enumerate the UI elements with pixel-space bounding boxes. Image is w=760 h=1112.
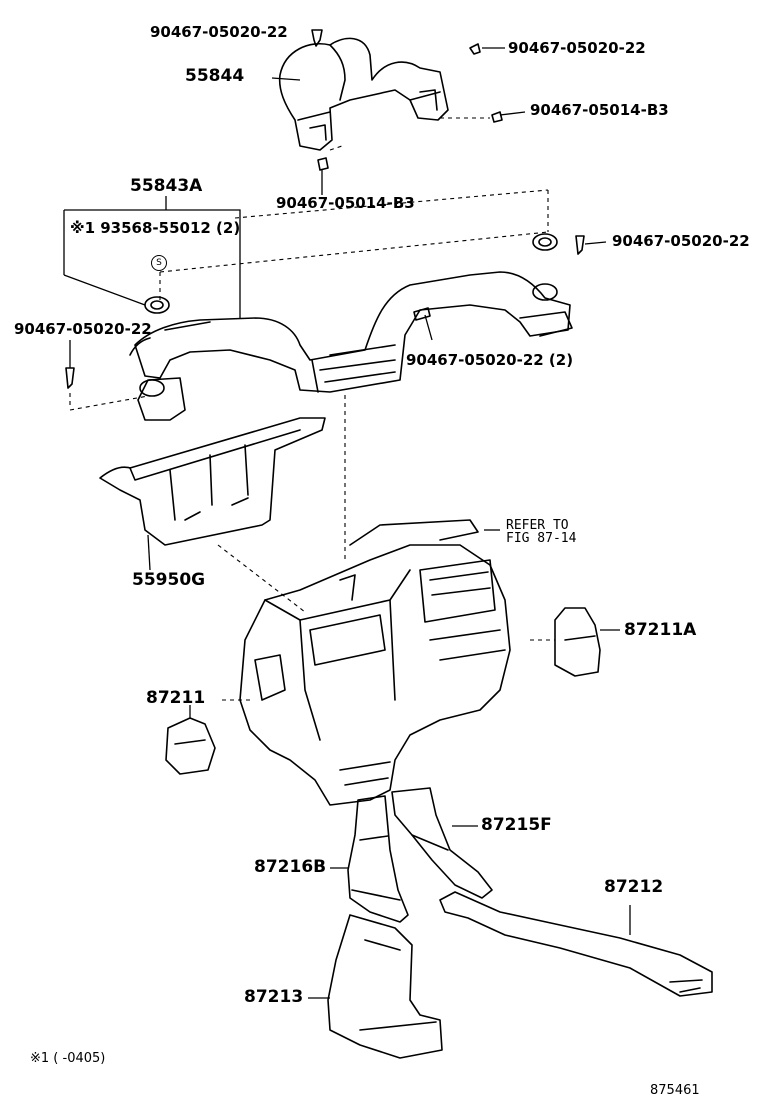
label-diagram-id: 875461 [650, 1083, 700, 1098]
label-refer-line-2: FIG 87-14 [506, 531, 577, 546]
duct-87216B-shape [347, 795, 409, 923]
duct-87212-shape [439, 891, 713, 997]
label-part-87213: 87213 [244, 987, 304, 1007]
label-part-55843A: 55843A [130, 176, 203, 196]
label-footnote: ※1 ( -0405) [30, 1051, 106, 1066]
leader-lines [63, 47, 631, 999]
label-part-55950G: 55950G [132, 570, 206, 590]
dashed-guides [69, 117, 555, 701]
heater-unit-shape [239, 519, 511, 806]
duct-87213-shape [327, 914, 443, 1059]
duct-55844-shape [278, 37, 449, 151]
duct-87211A-shape [554, 607, 601, 677]
duct-87211-shape [165, 717, 216, 775]
label-bolt-90467-05020-22-upper-right: 90467-05020-22 [612, 232, 750, 250]
label-bolt-90467-05020-22-top: 90467-05020-22 [150, 23, 288, 41]
label-bolt-90467-05020-22-right: 90467-05020-22 [508, 39, 646, 57]
gasket-shapes [139, 233, 558, 397]
s-mark-icon: S [151, 255, 167, 271]
label-part-87211A: 87211A [624, 620, 697, 640]
label-part-55844: 55844 [185, 66, 245, 86]
label-bolt-90467-05020-22-left: 90467-05020-22 [14, 320, 152, 338]
duct-55843A-shape [129, 271, 573, 421]
label-part-87216B: 87216B [254, 857, 327, 877]
duct-87215F-shape [391, 787, 493, 899]
bolt-shapes [65, 29, 585, 389]
label-gasket-93568-55012: ※1 93568-55012 (2) [70, 219, 241, 237]
label-part-87212: 87212 [604, 877, 664, 897]
duct-55950G-shape [99, 417, 326, 546]
label-bolt-90467-05014-B3-right: 90467-05014-B3 [530, 101, 669, 119]
label-bolt-90467-05014-B3-bottom: 90467-05014-B3 [276, 194, 415, 212]
label-part-87215F: 87215F [481, 815, 552, 835]
label-bolt-90467-05020-22-x2: 90467-05020-22 (2) [406, 351, 574, 369]
label-refer-line-1: REFER TO [506, 518, 569, 533]
label-part-87211: 87211 [146, 688, 206, 708]
